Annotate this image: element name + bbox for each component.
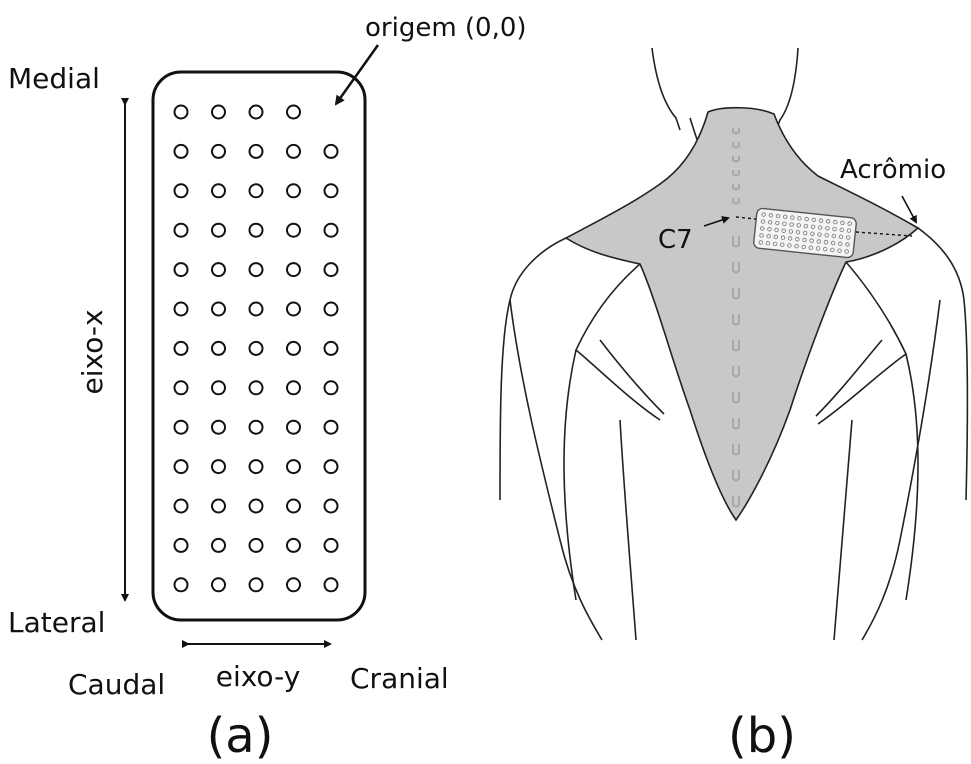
electrode — [175, 578, 188, 591]
electrode — [175, 145, 188, 158]
electrode — [287, 539, 300, 552]
electrode — [212, 539, 225, 552]
right-shoulder-outline — [918, 228, 967, 500]
electrode — [287, 303, 300, 316]
electrode — [325, 342, 338, 355]
electrode — [175, 342, 188, 355]
electrode — [250, 381, 263, 394]
electrode — [287, 184, 300, 197]
c7-label: C7 — [658, 225, 693, 255]
electrode — [287, 381, 300, 394]
electrode — [325, 381, 338, 394]
electrode — [287, 263, 300, 276]
origin-arrow — [336, 45, 378, 104]
electrode — [175, 421, 188, 434]
acromion-label: Acrômio — [840, 155, 946, 185]
lateral-label: Lateral — [8, 606, 105, 639]
electrode — [250, 342, 263, 355]
electrode — [250, 303, 263, 316]
electrode — [175, 303, 188, 316]
electrode — [325, 184, 338, 197]
left-scapula-inner — [600, 340, 664, 414]
left-torso-edge — [620, 420, 636, 640]
electrode — [287, 421, 300, 434]
left-shoulder-outline — [500, 238, 566, 500]
electrode — [325, 539, 338, 552]
electrode — [250, 500, 263, 513]
electrode — [325, 145, 338, 158]
electrode — [212, 381, 225, 394]
electrode — [250, 145, 263, 158]
electrode — [250, 263, 263, 276]
electrode — [212, 500, 225, 513]
origin-label: origem (0,0) — [365, 13, 527, 43]
electrode — [287, 500, 300, 513]
electrode — [212, 421, 225, 434]
electrode — [175, 184, 188, 197]
electrode — [325, 421, 338, 434]
electrode — [287, 342, 300, 355]
cranial-label: Cranial — [350, 662, 449, 695]
electrode — [212, 224, 225, 237]
electrode — [250, 539, 263, 552]
panel-b-caption: (b) — [728, 708, 796, 764]
caudal-label: Caudal — [68, 668, 165, 701]
electrode — [175, 224, 188, 237]
electrode — [250, 184, 263, 197]
electrode — [212, 578, 225, 591]
electrode — [175, 263, 188, 276]
electrode — [212, 106, 225, 119]
panel-a: origem (0,0) Medial Lateral eixo-x eixo-… — [8, 13, 527, 764]
right-torso-edge — [834, 420, 852, 640]
acromion-arrow — [902, 196, 916, 222]
electrode — [325, 500, 338, 513]
neck-outline — [652, 48, 680, 130]
electrode — [325, 263, 338, 276]
electrode — [325, 224, 338, 237]
electrode — [250, 578, 263, 591]
electrode — [325, 578, 338, 591]
electrode-grid-outline — [153, 72, 365, 620]
electrode-grid — [175, 106, 338, 592]
electrode — [250, 460, 263, 473]
electrode — [250, 106, 263, 119]
x-axis-label: eixo-x — [76, 309, 109, 394]
neck-outline-right — [776, 48, 798, 130]
electrode — [212, 184, 225, 197]
y-axis-label: eixo-y — [216, 660, 301, 693]
electrode — [325, 460, 338, 473]
electrode — [175, 106, 188, 119]
electrode — [175, 539, 188, 552]
right-scapula-inner — [816, 340, 882, 416]
electrode — [175, 381, 188, 394]
electrode — [287, 460, 300, 473]
electrode — [325, 303, 338, 316]
electrode — [175, 460, 188, 473]
electrode — [287, 145, 300, 158]
electrode — [287, 578, 300, 591]
electrode — [212, 342, 225, 355]
electrode — [212, 263, 225, 276]
electrode — [212, 303, 225, 316]
electrode — [175, 500, 188, 513]
electrode — [287, 106, 300, 119]
medial-label: Medial — [8, 62, 100, 95]
panel-a-caption: (a) — [207, 708, 274, 764]
electrode — [250, 224, 263, 237]
left-arm-outline — [510, 300, 602, 640]
electrode — [212, 145, 225, 158]
electrode — [287, 224, 300, 237]
electrode — [212, 460, 225, 473]
electrode — [250, 421, 263, 434]
